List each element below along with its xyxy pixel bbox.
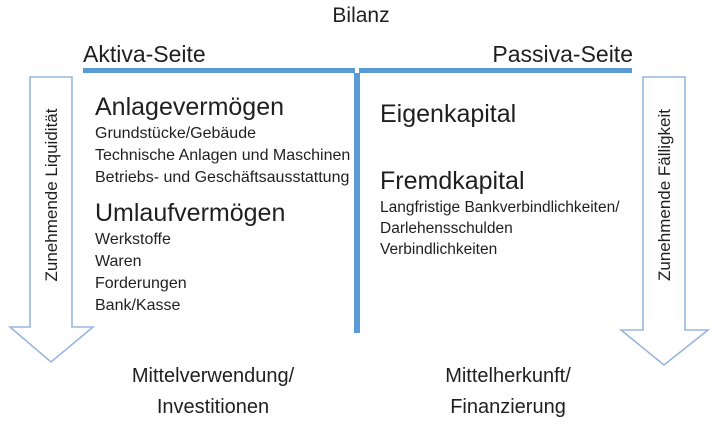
section-heading: Anlagevermögen	[95, 93, 285, 121]
passiva-header: Passiva-Seite	[492, 41, 633, 67]
footer-line: Investitionen	[156, 396, 270, 418]
section-item: Betriebs- und Geschäftsausstattung	[95, 169, 350, 186]
aktiva-content: Anlagevermögen Grundstücke/Gebäude Techn…	[95, 92, 395, 317]
section-heading: Umlaufvermögen	[95, 199, 286, 227]
passiva-footer: Mittelherkunft/ Finanzierung	[394, 361, 622, 423]
maturity-down-arrow-icon	[619, 76, 711, 367]
balance-divider	[354, 73, 360, 333]
section-item: Waren	[95, 253, 142, 270]
section-item: Grundstücke/Gebäude	[95, 125, 256, 142]
section-item: Technische Anlagen und Maschinen	[95, 147, 351, 164]
umlaufvermoegen-section: Umlaufvermögen Werkstoffe Waren Forderun…	[95, 198, 395, 317]
section-item: Langfristige Bankverbindlichkeiten/	[380, 199, 620, 216]
diagram-title: Bilanz	[332, 4, 390, 27]
anlagevermoegen-section: Anlagevermögen Grundstücke/Gebäude Techn…	[95, 92, 395, 189]
section-item: Forderungen	[95, 275, 187, 292]
aktiva-footer: Mittelverwendung/ Investitionen	[100, 361, 326, 423]
section-heading: Fremdkapital	[380, 167, 525, 195]
section-item: Darlehensschulden	[380, 220, 513, 237]
liquidity-arrow-shape	[8, 76, 96, 364]
section-heading: Eigenkapital	[380, 100, 517, 128]
liquidity-down-arrow-icon	[8, 76, 96, 364]
section-item: Bank/Kasse	[95, 297, 181, 314]
section-item: Werkstoffe	[95, 231, 171, 248]
balance-crossbar-left	[83, 68, 355, 73]
maturity-arrow-shape	[619, 76, 711, 367]
section-item: Verbindlichkeiten	[380, 241, 498, 258]
aktiva-header: Aktiva-Seite	[83, 41, 206, 67]
passiva-content: Eigenkapital Fremdkapital Langfristige B…	[380, 99, 680, 260]
footer-line: Mittelverwendung/	[131, 365, 295, 387]
balance-crossbar-right	[359, 68, 632, 73]
liquidity-arrow-label: Zunehmende Liquidität	[42, 108, 61, 282]
fremdkapital-section: Fremdkapital Langfristige Bankverbindlic…	[380, 166, 680, 260]
footer-line: Finanzierung	[450, 396, 566, 418]
footer-line: Mittelherkunft/	[445, 365, 571, 387]
eigenkapital-section: Eigenkapital	[380, 99, 680, 130]
